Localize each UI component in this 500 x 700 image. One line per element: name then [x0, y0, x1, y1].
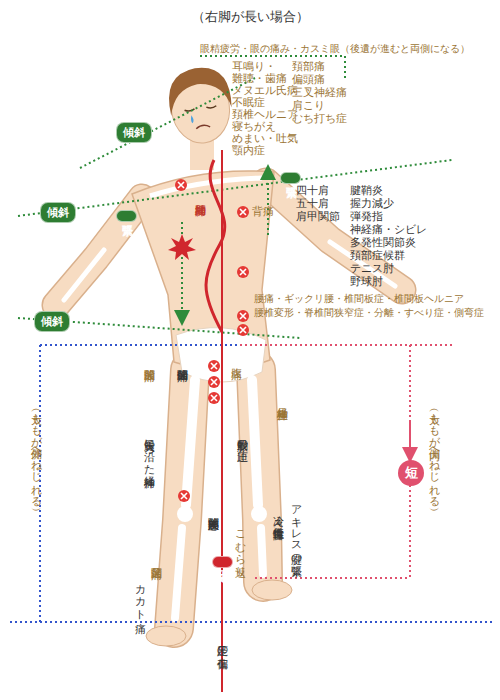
- symptom-label: 弾発指: [350, 210, 383, 222]
- symptom-label: 不眠症: [232, 96, 265, 108]
- badge-text: 傾斜: [41, 314, 63, 329]
- pain-marker: [237, 266, 249, 278]
- tilt-badge: 傾斜: [116, 122, 152, 143]
- symptom-label: むち打ち症: [292, 112, 347, 124]
- symptom-label: めまい・吐気: [232, 132, 298, 144]
- pain-markers: [168, 179, 249, 502]
- tibia: [261, 528, 263, 574]
- tension-badge: 緊張: [280, 172, 301, 184]
- symptom-label: アキレス腱の緊張: [290, 498, 302, 558]
- closed-eye: [185, 109, 195, 112]
- short-leg-circle: 短: [398, 460, 424, 486]
- pain-marker: [237, 206, 249, 218]
- symptom-label: 四十肩: [296, 184, 329, 196]
- symptom-label: 頚椎ヘルニア: [232, 108, 298, 120]
- pain-marker-cross: [240, 269, 246, 275]
- level-line: [240, 344, 452, 346]
- symptom-label: 五十肩: [296, 197, 329, 209]
- pain-marker-cross: [240, 209, 246, 215]
- badge-text: 傾斜: [123, 125, 145, 140]
- foot: [146, 626, 186, 646]
- spine-curve: [206, 160, 225, 332]
- hair: [165, 64, 233, 116]
- symptom-label: メヌエル氏病: [232, 84, 298, 96]
- symptom-label: 野球肘: [350, 275, 383, 287]
- pain-marker: [237, 324, 249, 336]
- symptom-label: 腱鞘炎: [350, 184, 383, 196]
- knee-cap: [177, 506, 193, 522]
- pain-marker-cross: [211, 379, 217, 385]
- tension-badge: 緊張: [116, 210, 137, 222]
- femur: [252, 380, 258, 505]
- symptom-label: 顎内症: [232, 144, 265, 156]
- badge-text: 傾斜: [47, 205, 69, 220]
- symptom-label: 股動脈の圧迫: [236, 432, 248, 444]
- symptom-label: 偏頭痛: [292, 73, 325, 85]
- tear: [190, 115, 194, 123]
- level-line: [255, 577, 410, 579]
- pain-marker-cross: [211, 363, 217, 369]
- tibia: [175, 528, 182, 618]
- symptom-label: テニス肘: [350, 262, 394, 274]
- pain-marker: [208, 392, 220, 404]
- tilt-badge: 傾斜: [34, 311, 70, 332]
- level-line: [10, 621, 492, 623]
- knee-cap: [251, 506, 267, 522]
- tilt-line: [80, 78, 255, 168]
- tension-arrow: [267, 172, 269, 235]
- badge-text: 短: [405, 464, 418, 482]
- symptom-label: カカト痛: [134, 578, 146, 614]
- midline: [221, 150, 223, 692]
- symptom-label: 頚部痛: [292, 60, 325, 72]
- clavicle: [150, 178, 262, 196]
- symptom-label: 冷え性（血行障害）: [272, 508, 284, 520]
- pain-burst: [168, 234, 196, 260]
- symptom-label: 腰椎変形・脊椎間狭窄症・分離・すべり症・側弯症: [254, 307, 484, 319]
- mouth: [196, 124, 210, 128]
- pain-marker-cross: [240, 327, 246, 333]
- leg: [174, 370, 190, 628]
- midline-badge: 正中線: [212, 556, 233, 568]
- symptom-label: 握力減少: [350, 197, 394, 209]
- symptom-label: 神経痛・シビレ: [350, 223, 427, 235]
- symptom-label: （太ももが内側へねじれる）: [428, 405, 440, 501]
- forearm-bone: [64, 250, 104, 300]
- symptom-label: 多発性関節炎: [350, 236, 416, 248]
- symptom-label: 肩甲関節: [296, 210, 340, 222]
- symptom-label: 三叉神経痛: [292, 86, 347, 98]
- pain-marker-cross: [240, 313, 246, 319]
- tilt-line: [18, 160, 452, 216]
- diagram-title: （右脚が長い場合）: [0, 8, 500, 26]
- femur: [186, 380, 195, 505]
- pain-marker: [175, 179, 187, 191]
- shortening-arrow: [409, 420, 411, 455]
- pain-marker: [208, 360, 220, 372]
- pain-marker: [208, 376, 220, 388]
- symptom-label: 大腿骨に沿った神経痛: [143, 432, 155, 468]
- symptom-label: 眼精疲労・眼の痛み・カスミ眼（後遺が進むと両側になる）: [200, 43, 470, 55]
- foot: [252, 580, 292, 600]
- pain-marker: [237, 310, 249, 322]
- pain-marker-cross: [178, 182, 184, 188]
- symptom-label: こむら返り: [234, 522, 246, 570]
- symptom-label: 寝ちがえ: [232, 120, 276, 132]
- tilt-badge: 傾斜: [40, 202, 76, 223]
- level-line: [40, 344, 240, 346]
- pain-marker-cross: [181, 493, 187, 499]
- leg-outline: [174, 370, 190, 628]
- symptom-label: 腰痛・ギックリ腰・椎間板症・椎間板ヘルニア: [254, 293, 464, 305]
- symptom-label: 耳鳴り・: [232, 60, 276, 72]
- pain-marker-cross: [211, 395, 217, 401]
- symptom-label: 難聴・歯痛: [232, 72, 287, 84]
- closed-eye: [206, 106, 216, 109]
- pain-marker: [178, 490, 190, 502]
- symptom-label: 頚部症候群: [350, 249, 405, 261]
- symptom-label: 背痛: [252, 205, 274, 217]
- symptom-label: （太ももが外側へねじれる）: [30, 405, 42, 501]
- symptom-label: 足圧の偏在: [216, 638, 228, 650]
